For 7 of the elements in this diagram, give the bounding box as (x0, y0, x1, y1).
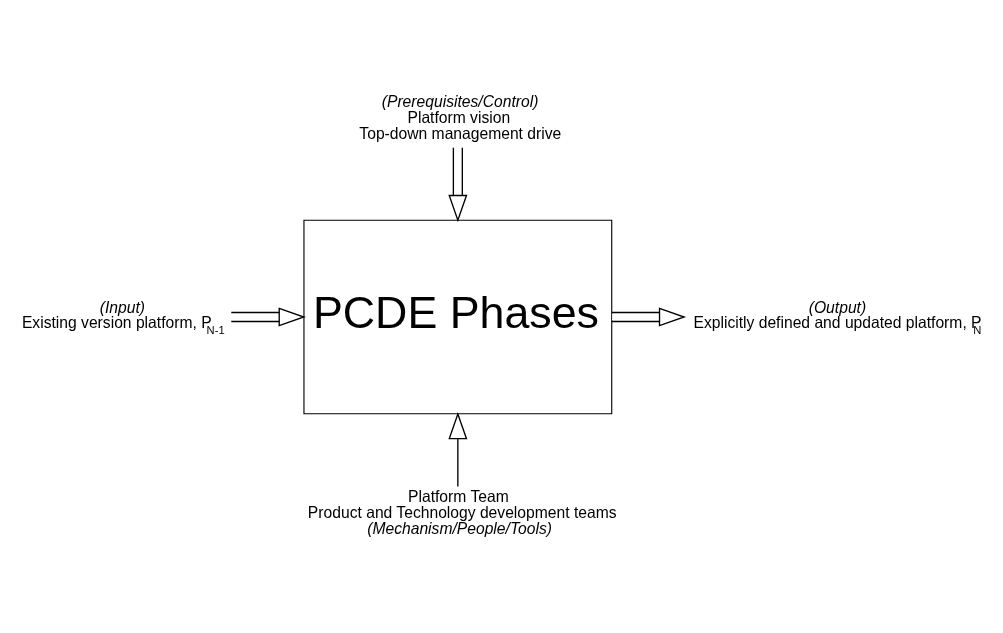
arrow (448, 411, 468, 487)
arrow (448, 146, 468, 222)
node-text: Platform Team Product and Technology development teams (Mechanism/People/Tools) (307, 487, 617, 537)
arrow (230, 306, 306, 327)
node-box: PCDE Phases (303, 219, 613, 414)
node-text: (Prerequisites/Control) Platform vision Top-down management drive (359, 92, 562, 142)
arrow (611, 306, 687, 327)
